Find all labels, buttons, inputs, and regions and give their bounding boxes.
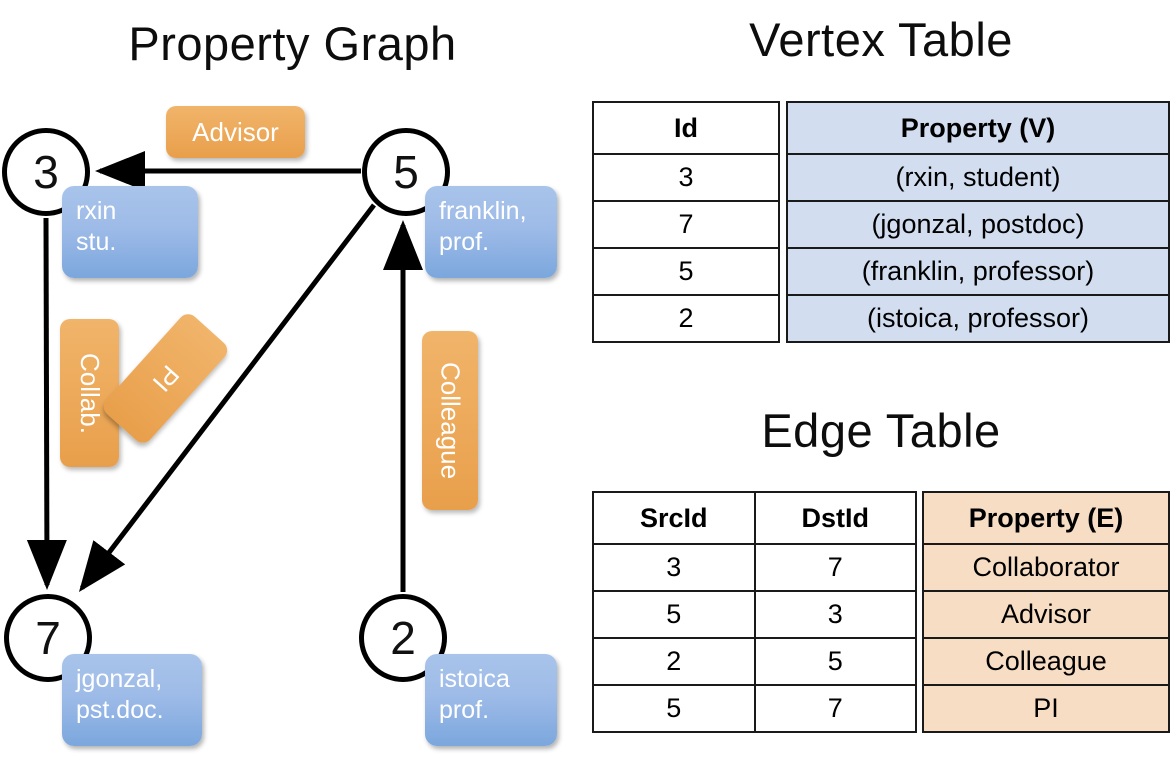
edge-cell-property: PI xyxy=(922,684,1170,733)
property-graph-panel: Property Graph 3 5 7 2 rxin stu. frankli… xyxy=(2,17,557,746)
edge-3-to-7 xyxy=(26,217,67,590)
page-title-vertex-table: Vertex Table xyxy=(749,13,1013,66)
edge-label-advisor[interactable]: Advisor xyxy=(166,106,305,158)
vertex-table-id-column: Id 3 7 5 2 xyxy=(592,101,780,343)
node-property-line2-5: prof. xyxy=(439,228,490,256)
table-header-row: SrcId DstId xyxy=(592,491,917,545)
vertex-cell-id: 5 xyxy=(592,247,780,296)
edge-label-advisor-text: Advisor xyxy=(192,116,279,147)
edge-cell-property: Collaborator xyxy=(922,543,1170,592)
edge-header-srcid: SrcId xyxy=(592,491,756,545)
table-row[interactable]: 5 3 xyxy=(592,590,917,639)
table-header-row: Property (V) xyxy=(786,101,1170,155)
node-label-3: 3 xyxy=(33,146,59,198)
edge-cell-dstid: 5 xyxy=(753,637,917,686)
edge-header-dstid: DstId xyxy=(753,491,917,545)
node-property-box-7[interactable]: jgonzal, pst.doc. xyxy=(62,654,202,746)
table-row[interactable]: 5 xyxy=(592,247,780,296)
table-row[interactable]: Advisor xyxy=(922,590,1170,639)
vertex-header-property: Property (V) xyxy=(786,101,1170,155)
table-row[interactable]: 3 7 xyxy=(592,543,917,592)
edge-cell-srcid: 2 xyxy=(592,637,756,686)
edge-label-collab-text: Collab. xyxy=(75,352,105,434)
edge-cell-property: Advisor xyxy=(922,590,1170,639)
node-property-line2-3: stu. xyxy=(76,228,117,256)
edge-cell-dstid: 7 xyxy=(753,684,917,733)
graph-node-5[interactable]: 5 xyxy=(362,128,450,216)
node-property-line1-3: rxin xyxy=(76,197,117,225)
edge-5-to-7 xyxy=(78,203,376,592)
table-row[interactable]: (jgonzal, postdoc) xyxy=(786,200,1170,249)
node-property-line1-7: jgonzal, xyxy=(76,665,163,693)
table-row[interactable]: (istoica, professor) xyxy=(786,294,1170,343)
table-row[interactable]: 5 7 xyxy=(592,684,917,733)
table-row[interactable]: PI xyxy=(922,684,1170,733)
vertex-cell-id: 2 xyxy=(592,294,780,343)
graph-edges-svg xyxy=(26,151,423,592)
edge-header-property: Property (E) xyxy=(922,491,1170,545)
node-property-box-2[interactable]: istoica prof. xyxy=(425,654,557,746)
node-property-line1-5: franklin, xyxy=(439,197,527,225)
node-property-line1-2: istoica xyxy=(439,665,510,693)
edge-cell-srcid: 3 xyxy=(592,543,756,592)
page-title-property-graph: Property Graph xyxy=(128,17,457,70)
edge-label-colleague[interactable]: Colleague xyxy=(422,331,478,510)
vertex-header-id: Id xyxy=(592,101,780,155)
node-label-7: 7 xyxy=(35,612,61,664)
table-header-row: Id xyxy=(592,101,780,155)
node-label-5: 5 xyxy=(393,146,419,198)
vertex-cell-property: (jgonzal, postdoc) xyxy=(786,200,1170,249)
node-property-box-5[interactable]: franklin, prof. xyxy=(425,186,557,278)
edge-cell-property: Colleague xyxy=(922,637,1170,686)
edge-cell-srcid: 5 xyxy=(592,684,756,733)
edge-label-pi-text: PI xyxy=(146,359,186,398)
edge-table-id-columns: SrcId DstId 3 7 5 3 2 5 5 7 xyxy=(592,491,917,733)
edge-label-collab[interactable]: Collab. xyxy=(60,319,119,467)
vertex-cell-id: 3 xyxy=(592,153,780,202)
edge-table-property-column: Property (E) Collaborator Advisor Collea… xyxy=(922,491,1170,733)
vertex-table-property-column: Property (V) (rxin, student) (jgonzal, p… xyxy=(786,101,1170,343)
edge-cell-srcid: 5 xyxy=(592,590,756,639)
vertex-cell-property: (rxin, student) xyxy=(786,153,1170,202)
page-title-edge-table: Edge Table xyxy=(761,404,1001,457)
edge-cell-dstid: 7 xyxy=(753,543,917,592)
table-header-row: Property (E) xyxy=(922,491,1170,545)
table-row[interactable]: 2 5 xyxy=(592,637,917,686)
vertex-cell-property: (franklin, professor) xyxy=(786,247,1170,296)
edge-cell-dstid: 3 xyxy=(753,590,917,639)
table-row[interactable]: (rxin, student) xyxy=(786,153,1170,202)
table-row[interactable]: (franklin, professor) xyxy=(786,247,1170,296)
table-row[interactable]: Colleague xyxy=(922,637,1170,686)
graph-node-2[interactable]: 2 xyxy=(359,594,447,682)
node-property-line2-7: pst.doc. xyxy=(76,696,164,724)
node-property-line2-2: prof. xyxy=(439,696,490,724)
edge-label-colleague-text: Colleague xyxy=(435,361,466,480)
table-row[interactable]: Collaborator xyxy=(922,543,1170,592)
node-property-box-3[interactable]: rxin stu. xyxy=(62,186,198,278)
table-row[interactable]: 2 xyxy=(592,294,780,343)
table-row[interactable]: 3 xyxy=(592,153,780,202)
node-label-2: 2 xyxy=(390,612,416,664)
vertex-cell-id: 7 xyxy=(592,200,780,249)
vertex-cell-property: (istoica, professor) xyxy=(786,294,1170,343)
table-row[interactable]: 7 xyxy=(592,200,780,249)
